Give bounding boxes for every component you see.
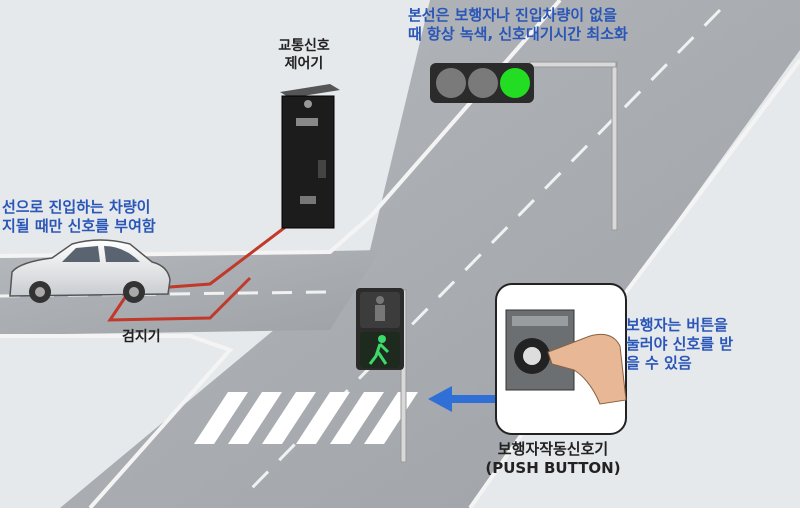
traffic-controller-icon	[280, 84, 340, 229]
crosswalk	[194, 392, 418, 444]
detector-label: 검지기	[122, 329, 161, 345]
pedestrian-note-line3: 을 수 있음	[626, 353, 692, 372]
pedestrian-note-line2: 눌러야 신호를 받	[626, 334, 734, 353]
pedestrian-note-line1: 보행자는 버튼을	[626, 316, 728, 334]
curb-bottom	[0, 334, 234, 508]
car-icon	[9, 239, 171, 303]
main-road-note-line2: 때 항상 녹색, 신호대기시간 최소화	[408, 24, 628, 43]
side-center-line	[0, 290, 331, 298]
push-button-label-line1: 보행자작동신호기	[497, 440, 609, 458]
pedestrian-note: 보행자는 버튼을 눌러야 신호를 받 을 수 있음	[626, 316, 798, 372]
main-road-note-line1: 본선은 보행자나 진입차량이 없을	[408, 6, 617, 24]
hand-icon	[547, 333, 627, 405]
push-button-label: 보행자작동신호기 (PUSH BUTTON)	[458, 440, 648, 478]
push-button-label-line2: (PUSH BUTTON)	[485, 458, 621, 477]
side-road-note-line1: 선으로 진입하는 차량이	[2, 198, 151, 216]
detector-loop	[107, 220, 293, 322]
controller-label: 교통신호 제어기	[258, 38, 350, 73]
side-road-note-line2: 지될 때만 신호를 부여함	[2, 216, 156, 235]
side-road-note: 선으로 진입하는 차량이 지될 때만 신호를 부여함	[2, 198, 252, 236]
pedestrian-signal-icon	[356, 288, 407, 463]
controller-label-line2: 제어기	[284, 55, 324, 72]
arrow-icon	[428, 386, 496, 412]
curb-top	[0, 0, 562, 258]
main-road-note: 본선은 보행자나 진입차량이 없을 때 항상 녹색, 신호대기시간 최소화	[408, 6, 738, 44]
vehicle-signal-icon	[430, 61, 618, 231]
controller-label-line1: 교통신호	[278, 38, 330, 54]
